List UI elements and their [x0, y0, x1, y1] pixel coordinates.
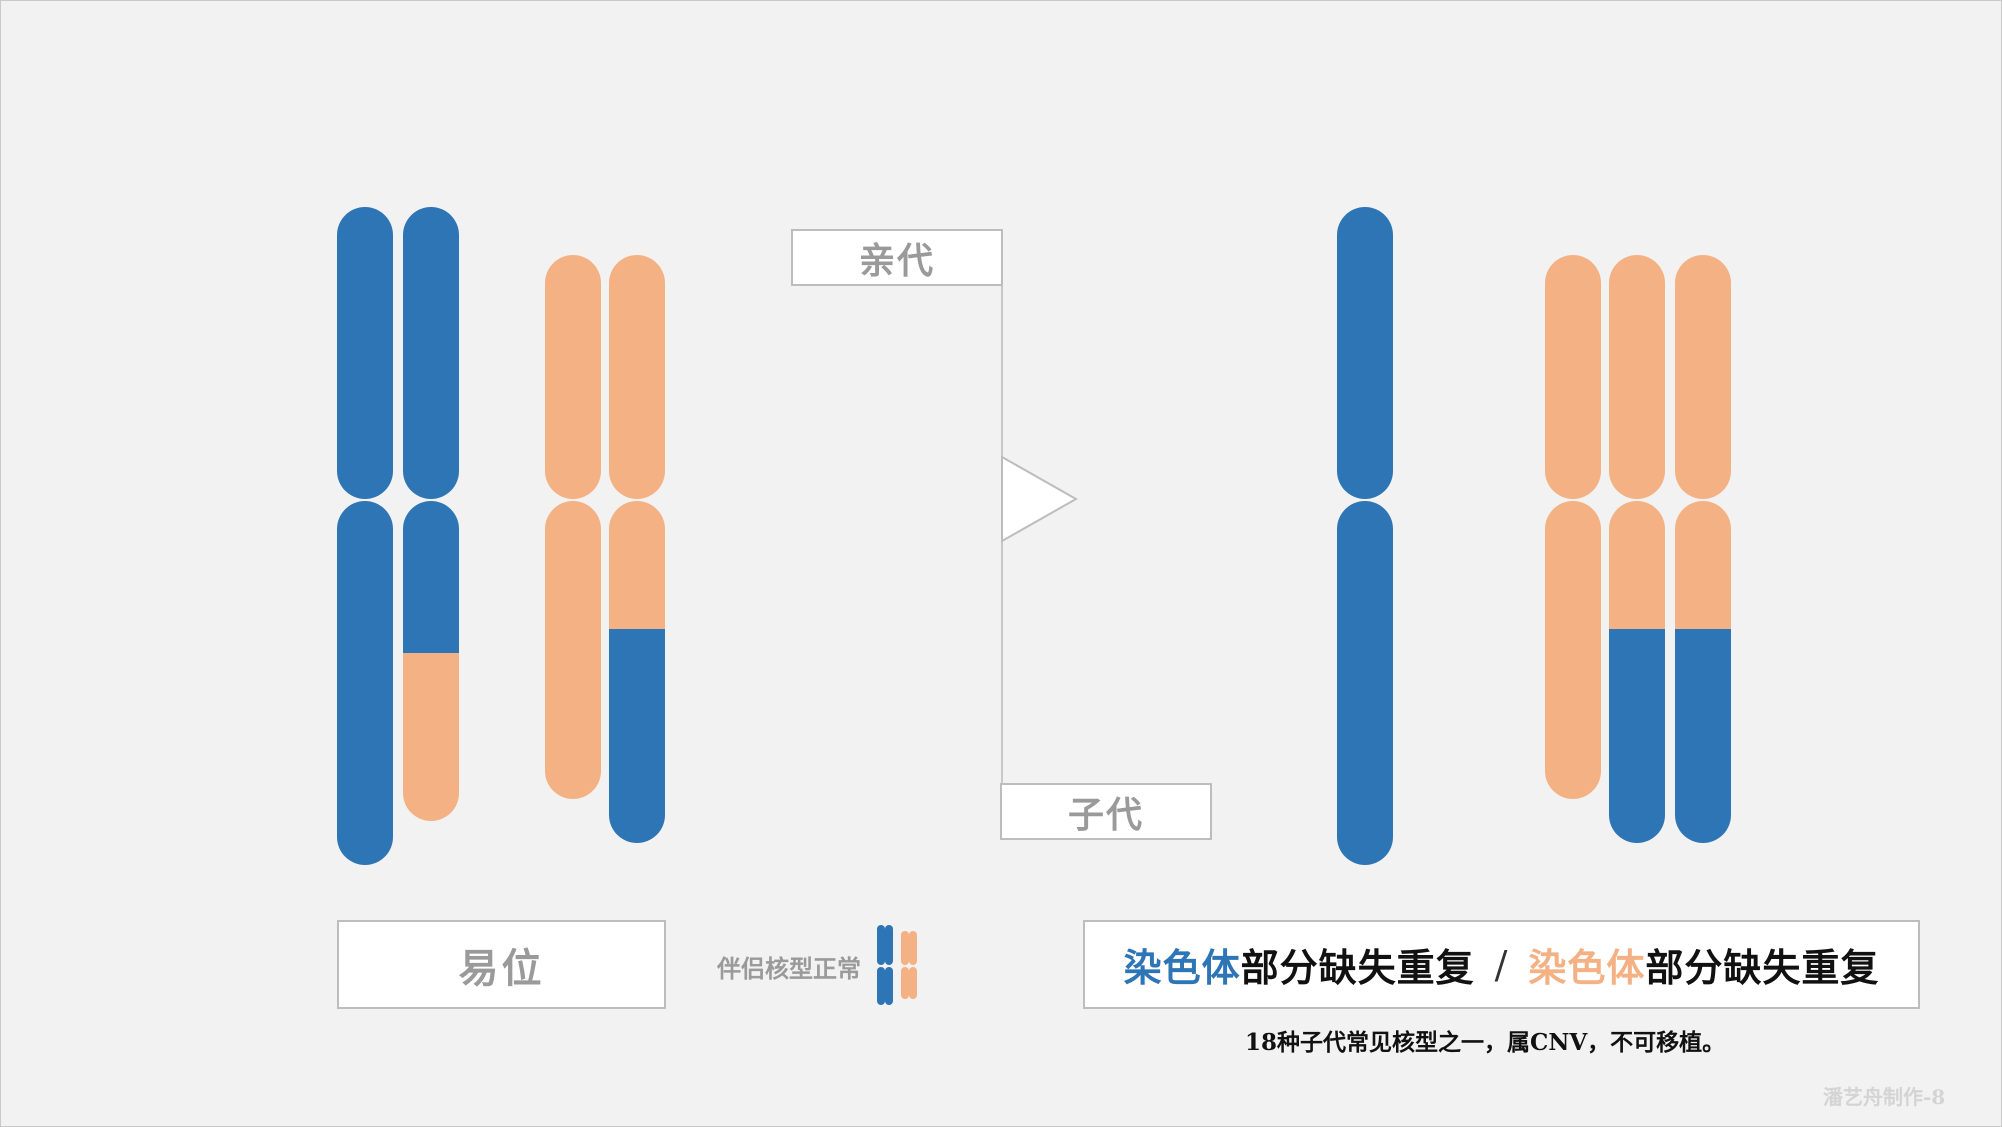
- parent-blue-normal-long-arm: [337, 501, 393, 865]
- result-label: 染色体部分缺失重复/染色体部分缺失重复: [1083, 920, 1920, 1009]
- offspring-peach-3-long-arm: [1675, 501, 1731, 843]
- offspring-blue-long-arm: [1337, 501, 1393, 865]
- parent-blue-translocated-short-arm: [403, 207, 459, 499]
- offspring-peach-2-long-arm: [1609, 501, 1665, 843]
- result-part1-rest: 部分缺失重复: [1240, 945, 1475, 990]
- offspring-peach-1-long-arm: [1545, 501, 1601, 799]
- offspring-peach-2-short-arm: [1609, 255, 1665, 499]
- result-part2-colored: 染色体: [1528, 945, 1646, 990]
- offspring-blue-short-arm: [1337, 207, 1393, 499]
- partner-karyotype-mini-icon: [877, 925, 917, 1005]
- result-part2-rest: 部分缺失重复: [1645, 945, 1880, 990]
- result-separator: /: [1494, 942, 1509, 987]
- offspring-peach-3-short-arm: [1675, 255, 1731, 499]
- partner-normal-karyotype-label: 伴侣核型正常: [717, 954, 861, 983]
- cnv-note: 18种子代常见核型之一，属CNV，不可移植。: [1245, 1029, 1726, 1056]
- parent-generation-label: 亲代: [791, 229, 1003, 286]
- offspring-generation-label: 子代: [1000, 783, 1212, 840]
- parent-blue-normal-short-arm: [337, 207, 393, 499]
- translocation-label: 易位: [337, 920, 666, 1009]
- watermark: 潘艺舟制作-8: [1823, 1085, 1946, 1109]
- parent-blue-translocated-long-arm: [403, 501, 459, 821]
- arrow-triangle: [1001, 455, 1079, 543]
- parent-peach-normal-long-arm: [545, 501, 601, 799]
- result-part1-colored: 染色体: [1123, 945, 1241, 990]
- parent-peach-translocated-short-arm: [609, 255, 665, 499]
- parent-peach-translocated-long-arm: [609, 501, 665, 843]
- offspring-peach-1-short-arm: [1545, 255, 1601, 499]
- parent-peach-normal-short-arm: [545, 255, 601, 499]
